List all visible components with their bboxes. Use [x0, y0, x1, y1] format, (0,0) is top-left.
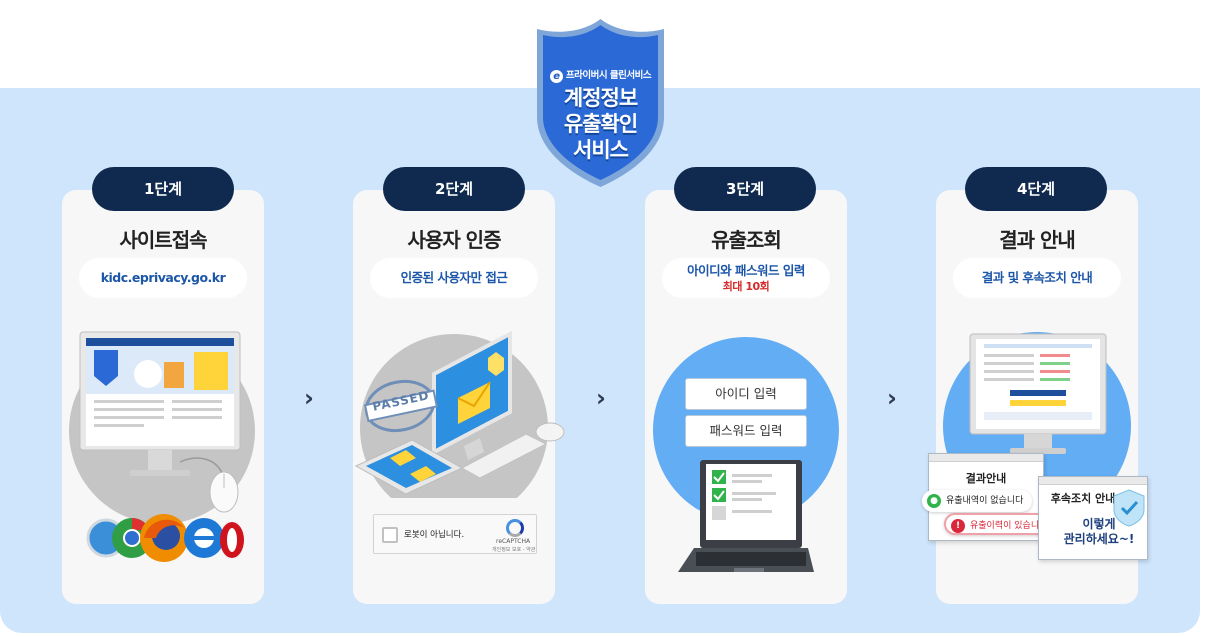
followup-line-1: 이렇게: [1082, 517, 1116, 531]
step-2-label: 2단계: [383, 167, 525, 211]
step-2-illustration: [354, 330, 565, 498]
step-3-illustration: [653, 337, 839, 572]
window-titlebar: [1039, 477, 1147, 485]
eprivacy-logo-icon: e: [549, 70, 563, 83]
checklist-icon: [712, 470, 776, 520]
step-4-illustration: [943, 332, 1131, 490]
password-input-field[interactable]: 패스워드 입력: [685, 415, 807, 447]
arrow-icon: ›: [887, 384, 897, 412]
followup-window-title: 후속조치 안내: [1050, 492, 1116, 505]
step-1-title: 사이트접속: [119, 228, 208, 252]
recaptcha-logo-icon: [506, 519, 524, 537]
recaptcha-brand: reCAPTCHA: [496, 538, 531, 545]
ie-icon: [184, 518, 224, 558]
step-4-title: 결과 안내: [999, 228, 1076, 252]
step-2-title: 사용자 인증: [407, 228, 502, 252]
followup-line-2: 관리하세요~!: [1063, 532, 1135, 546]
leak-text: 유출이력이 있습니다: [970, 521, 1048, 531]
no-leak-text: 유출내역이 없습니다: [946, 496, 1024, 506]
step-3-limit-note: 최대 10회: [722, 280, 770, 293]
recaptcha-terms[interactable]: 개인정보 보호 - 약관: [492, 547, 536, 553]
arrow-icon: ›: [304, 384, 314, 412]
window-titlebar: [929, 454, 1043, 462]
browser-icons: [86, 514, 244, 562]
step-3-desc-text: 아이디와 패스워드 입력: [687, 263, 805, 278]
recaptcha-label: 로봇이 아닙니다.: [404, 530, 465, 540]
badge-brand: 프라이버시 클린서비스: [565, 70, 652, 81]
followup-message: 이렇게 관리하세요~!: [1054, 517, 1144, 547]
badge-title-line-3: 서비스: [573, 138, 629, 162]
lock-icon: ●: [927, 494, 941, 508]
step-1-desc: kidc.eprivacy.go.kr: [79, 258, 247, 298]
opera-icon: [220, 522, 244, 558]
recaptcha-checkbox[interactable]: [382, 527, 398, 543]
chrome-icon: [112, 518, 152, 558]
arrow-icon: ›: [596, 384, 606, 412]
passed-stamp: [363, 379, 439, 433]
shield-check-icon: [1113, 489, 1145, 527]
step-1-illustration: [69, 331, 255, 524]
step-3-title: 유출조회: [711, 228, 782, 252]
warning-icon: !: [951, 519, 965, 533]
firefox-icon: [140, 514, 188, 562]
step-1-label: 1단계: [92, 167, 234, 211]
result-window-title: 결과안내: [965, 472, 1007, 485]
shield-icon: [537, 19, 664, 187]
step-2-desc: 인증된 사용자만 접근: [370, 258, 538, 298]
badge-title-line-1: 계정정보: [563, 86, 638, 110]
id-input-field[interactable]: 아이디 입력: [685, 378, 807, 410]
step-4-label: 4단계: [965, 167, 1107, 211]
recaptcha-widget[interactable]: 로봇이 아닙니다. reCAPTCHA 개인정보 보호 - 약관: [373, 514, 537, 554]
badge-title-line-2: 유출확인: [563, 112, 638, 136]
no-leak-badge: ● 유출내역이 없습니다: [922, 490, 1033, 512]
badge-title: 계정정보 유출확인 서비스: [533, 85, 668, 163]
step-4-desc: 결과 및 후속조치 안내: [953, 258, 1121, 298]
step-3-desc: 아이디와 패스워드 입력 최대 10회: [662, 258, 830, 298]
step-3-label: 3단계: [674, 167, 816, 211]
